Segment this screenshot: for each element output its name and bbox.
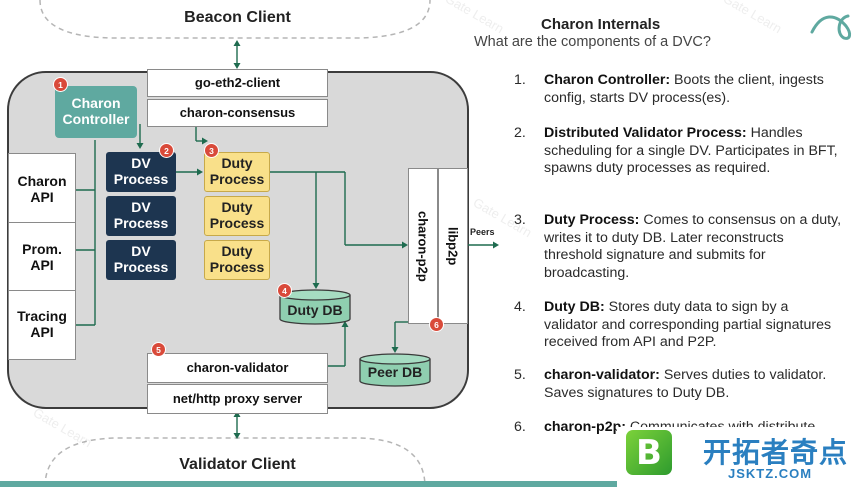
dv-process-box: DV Process	[106, 196, 176, 236]
prom-api-box: Prom. API	[8, 222, 76, 294]
list-item-term: charon-p2p:	[544, 419, 626, 435]
step-badge: 6	[429, 317, 444, 332]
list-item-number: 3.	[514, 212, 526, 228]
list-item-description: Serves duties to validator. Saves signat…	[544, 367, 827, 401]
brand-overlay: B 开拓者奇点 JSKTZ.COM	[617, 427, 865, 487]
proxy-server-box: net/http proxy server	[147, 384, 328, 414]
list-item-text: Duty DB: Stores duty data to sign by a v…	[544, 299, 844, 352]
duty-process-box: Duty Process	[204, 240, 270, 280]
tracing-api-box: Tracing API	[8, 290, 76, 360]
duty-db-label: Duty DB	[287, 302, 343, 318]
panel-subtitle: What are the components of a DVC?	[474, 34, 711, 50]
charon-p2p-box: charon-p2p	[408, 168, 438, 324]
beacon-client-label: Beacon Client	[184, 9, 291, 27]
list-item-term: Distributed Validator Process:	[544, 125, 747, 141]
brand-logo-letter: B	[636, 432, 662, 473]
list-item-term: charon-validator:	[544, 367, 660, 383]
list-item-description: Stores duty data to sign by a validator …	[544, 299, 832, 350]
panel-title: Charon Internals	[541, 16, 661, 33]
charon-validator-box: charon-validator	[147, 353, 328, 383]
architecture-diagram: Beacon Client go-eth2-client charon-cons…	[7, 0, 499, 487]
go-eth2-client-box: go-eth2-client	[147, 69, 328, 97]
validator-client-label: Validator Client	[179, 456, 296, 474]
step-badge: 2	[159, 143, 174, 158]
step-badge: 1	[53, 77, 68, 92]
libp2p-box: libp2p	[438, 168, 468, 324]
charon-controller-box: Charon Controller	[55, 86, 137, 138]
peer-db-label: Peer DB	[367, 364, 423, 380]
charon-p2p-label: charon-p2p	[415, 210, 431, 282]
duty-process-box: Duty Process	[204, 152, 270, 192]
brand-name: 开拓者奇点	[703, 436, 849, 469]
charon-consensus-box: charon-consensus	[147, 99, 328, 127]
dv-process-box: DV Process	[106, 152, 176, 192]
dv-process-box: DV Process	[106, 240, 176, 280]
list-item-number: 4.	[514, 299, 526, 315]
duty-db-cylinder: Duty DB	[279, 289, 351, 325]
list-item-text: charon-validator: Serves duties to valid…	[544, 367, 844, 402]
database-icon	[359, 353, 431, 387]
list-item-number: 2.	[514, 125, 526, 141]
database-icon	[279, 289, 351, 325]
duty-process-box: Duty Process	[204, 196, 270, 236]
charon-api-box: Charon API	[8, 153, 76, 227]
internals-panel: Charon Internals What are the components…	[470, 0, 865, 487]
list-item-text: Duty Process: Comes to consensus on a du…	[544, 212, 844, 282]
list-item-description: Handles scheduling for a single DV. Part…	[544, 125, 838, 176]
step-badge: 5	[151, 342, 166, 357]
list-item-number: 5.	[514, 367, 526, 383]
list-item-text: Charon Controller: Boots the client, ing…	[544, 72, 844, 107]
list-item-description: Comes to consensus on a duty, writes it …	[544, 212, 842, 281]
peer-db-cylinder: Peer DB	[359, 353, 431, 387]
step-badge: 3	[204, 143, 219, 158]
list-item-number: 6.	[514, 419, 526, 435]
list-item-term: Duty Process:	[544, 212, 640, 228]
peers-label: Peers	[470, 227, 495, 237]
list-item-text: Distributed Validator Process: Handles s…	[544, 125, 844, 178]
brand-url: JSKTZ.COM	[728, 466, 813, 481]
list-item-number: 1.	[514, 72, 526, 88]
list-item-term: Charon Controller:	[544, 72, 671, 88]
step-badge: 4	[277, 283, 292, 298]
list-item-term: Duty DB:	[544, 299, 605, 315]
brand-logo-icon: B	[626, 430, 672, 475]
libp2p-label: libp2p	[445, 226, 461, 266]
list-item-description: Boots the client, ingests config, starts…	[544, 72, 824, 106]
loop-logo-icon	[810, 14, 852, 40]
bottom-strip	[0, 481, 617, 487]
